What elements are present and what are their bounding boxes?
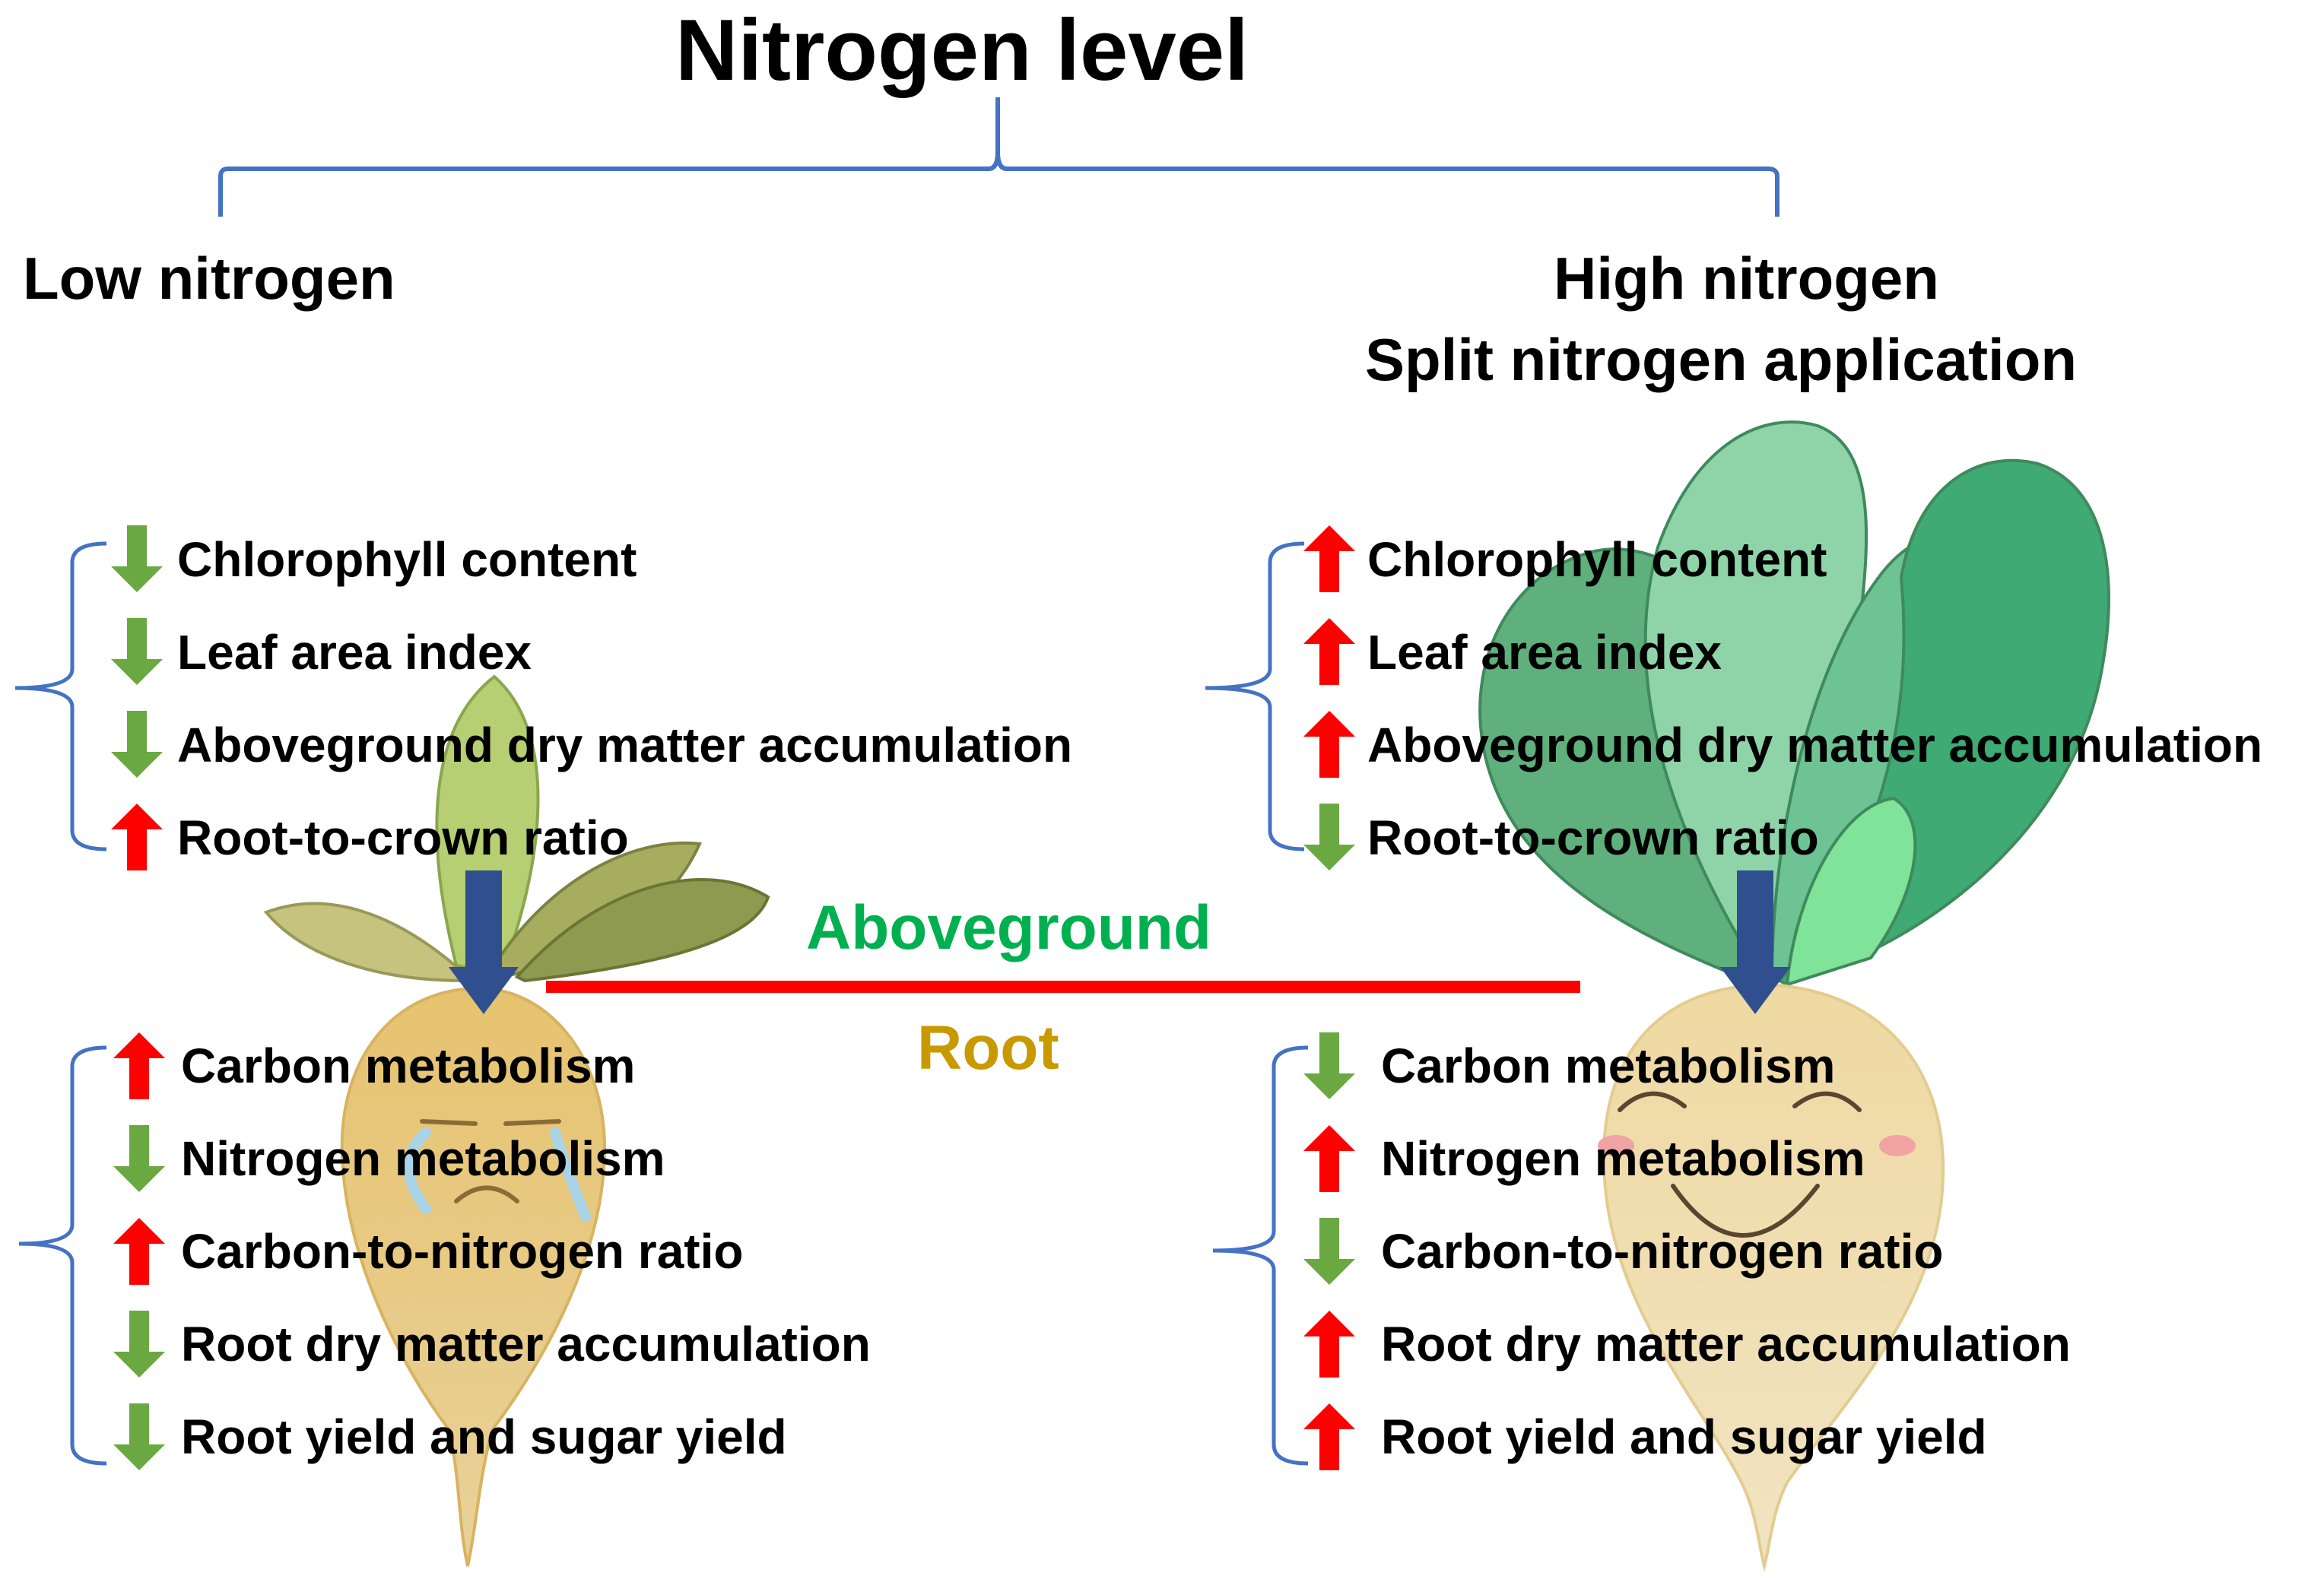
left-root-3-down-arrow-icon	[113, 1311, 165, 1378]
left-root-item-dry-matter: Root dry matter accumulation	[181, 1317, 871, 1371]
right-root-bracket	[1212, 1045, 1309, 1466]
flow-arrow-left	[449, 870, 519, 1014]
right-above-item-root-crown: Root-to-crown ratio	[1367, 810, 1819, 865]
left-above-0-down-arrow-icon	[111, 525, 163, 592]
right-root-0-down-arrow-icon	[1303, 1032, 1355, 1099]
happy-face	[1618, 1091, 1862, 1238]
right-above-1-up-arrow-icon	[1303, 618, 1355, 685]
left-root-1-down-arrow-icon	[113, 1125, 165, 1192]
left-above-item-lai: Leaf area index	[177, 625, 532, 680]
high-nitrogen-heading: High nitrogen	[1554, 245, 1939, 312]
split-application-heading: Split nitrogen application	[1365, 326, 2077, 393]
left-root-item-nitrogen: Nitrogen metabolism	[181, 1131, 665, 1186]
right-root-item-cn-ratio: Carbon-to-nitrogen ratio	[1381, 1224, 1944, 1279]
tears	[403, 1127, 591, 1222]
right-root-item-dry-matter: Root dry matter accumulation	[1381, 1317, 2071, 1371]
right-above-2-up-arrow-icon	[1303, 711, 1355, 778]
crying-face	[420, 1119, 561, 1203]
right-above-item-dry-matter: Aboveground dry matter accumulation	[1367, 718, 2263, 772]
lush-leaves	[1478, 420, 2110, 987]
right-above-item-lai: Leaf area index	[1367, 625, 1722, 680]
right-root-1-up-arrow-icon	[1303, 1125, 1355, 1192]
aboveground-root-divider	[546, 981, 1580, 993]
left-root-0-up-arrow-icon	[113, 1032, 165, 1099]
trend-arrows	[111, 525, 1355, 1470]
right-root-3-up-arrow-icon	[1303, 1311, 1355, 1378]
beet-body-left	[340, 986, 607, 1567]
left-root-2-up-arrow-icon	[113, 1218, 165, 1285]
right-root-item-carbon: Carbon metabolism	[1381, 1038, 1836, 1093]
wilted-leaves	[263, 674, 770, 983]
page-title: Nitrogen level	[675, 2, 1249, 99]
left-root-item-yield: Root yield and sugar yield	[181, 1409, 787, 1464]
left-root-bracket	[18, 1045, 107, 1466]
low-nitrogen-beet	[263, 674, 770, 1567]
right-root-2-down-arrow-icon	[1303, 1218, 1355, 1285]
blush-left	[1598, 1135, 1634, 1156]
left-above-1-down-arrow-icon	[111, 618, 163, 685]
left-above-item-root-crown: Root-to-crown ratio	[177, 810, 629, 865]
left-aboveground-bracket	[14, 541, 107, 851]
right-root-4-up-arrow-icon	[1303, 1403, 1355, 1470]
right-aboveground-bracket	[1205, 541, 1305, 851]
root-label: Root	[917, 1013, 1059, 1083]
right-above-3-down-arrow-icon	[1303, 804, 1355, 870]
left-root-4-down-arrow-icon	[113, 1403, 165, 1470]
left-root-item-cn-ratio: Carbon-to-nitrogen ratio	[181, 1224, 744, 1279]
low-nitrogen-heading: Low nitrogen	[23, 245, 395, 312]
right-above-item-chlorophyll: Chlorophyll content	[1367, 532, 1827, 587]
left-root-item-carbon: Carbon metabolism	[181, 1038, 636, 1093]
aboveground-label: Aboveground	[806, 893, 1211, 962]
right-root-item-nitrogen: Nitrogen metabolism	[1381, 1131, 1865, 1186]
high-nitrogen-beet	[1478, 420, 2110, 1572]
brackets	[14, 541, 1309, 1466]
left-above-item-chlorophyll: Chlorophyll content	[177, 532, 637, 587]
left-above-2-down-arrow-icon	[111, 711, 163, 778]
right-root-item-yield: Root yield and sugar yield	[1381, 1409, 1987, 1464]
left-above-item-dry-matter: Aboveground dry matter accumulation	[177, 718, 1073, 772]
top-brace	[218, 97, 1780, 217]
blush-right	[1879, 1135, 1916, 1156]
left-above-3-up-arrow-icon	[111, 804, 163, 870]
flow-arrow-right	[1720, 870, 1790, 1014]
right-above-0-up-arrow-icon	[1303, 525, 1355, 592]
